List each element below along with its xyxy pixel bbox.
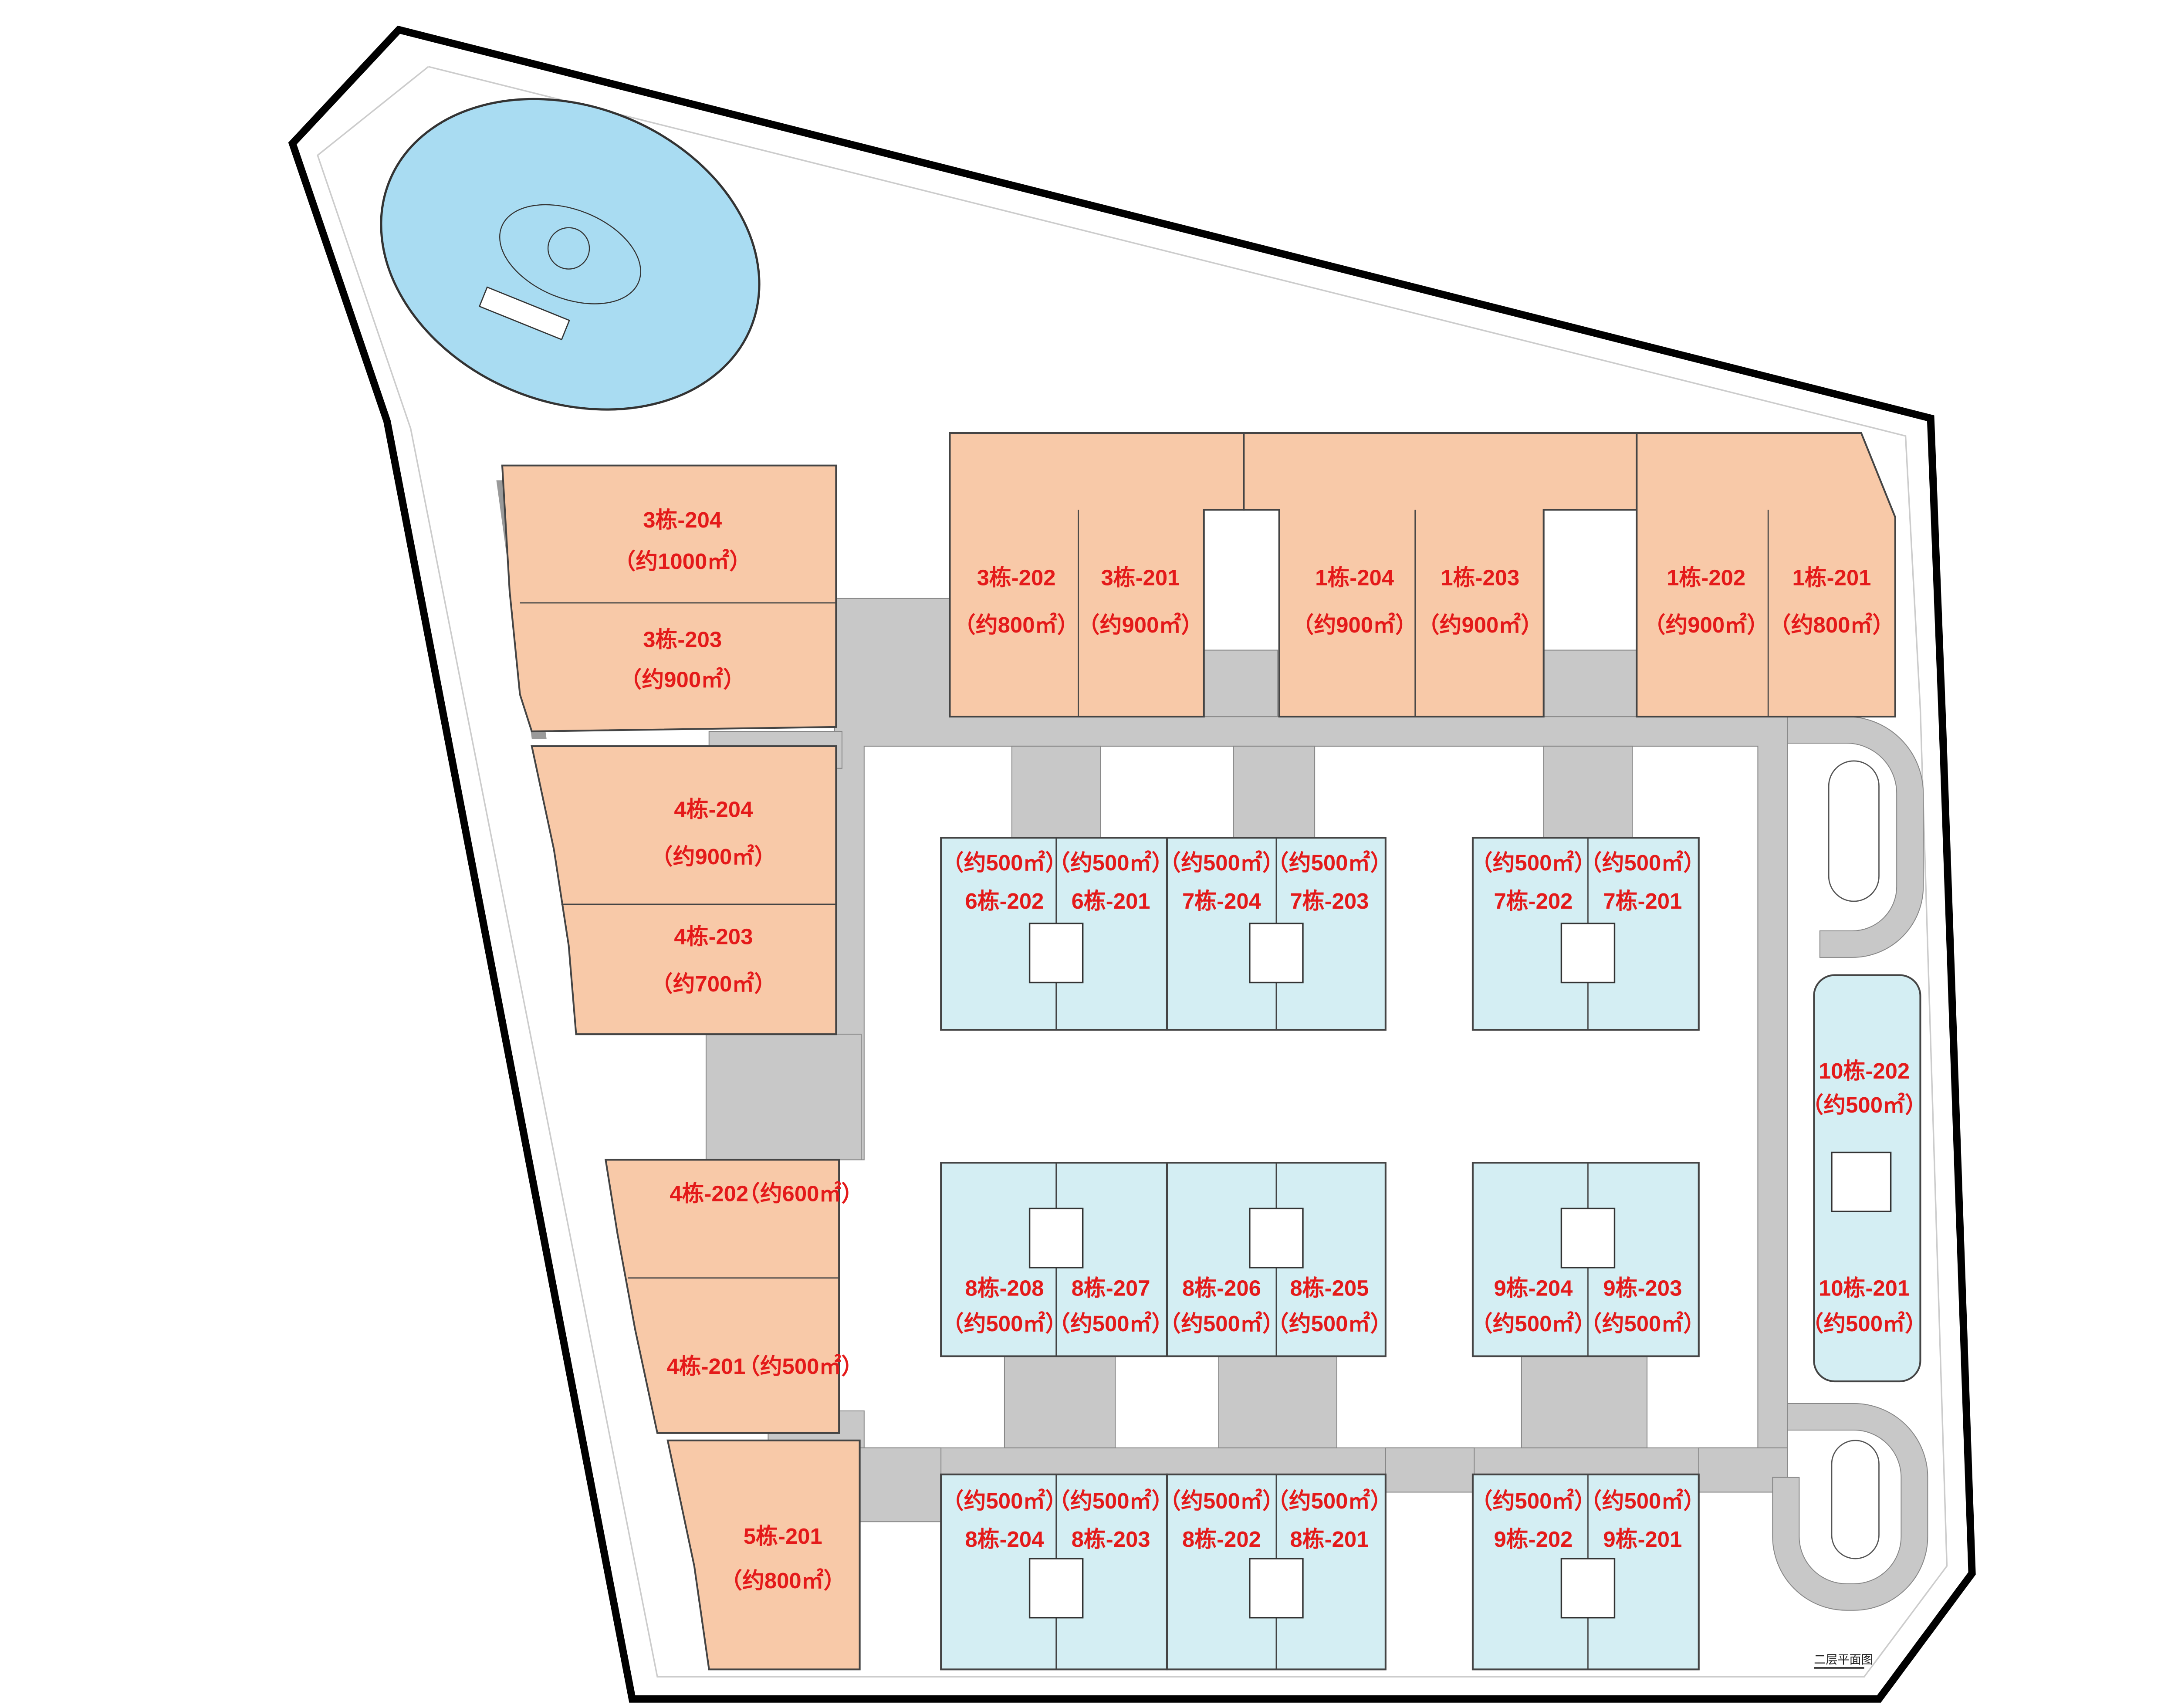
unit-area: （约900㎡） bbox=[1417, 612, 1543, 637]
unit-name: 7栋-201 bbox=[1603, 889, 1682, 913]
unit-area: （约500㎡） bbox=[1580, 1311, 1705, 1336]
unit-name: 8栋-202 bbox=[1182, 1527, 1261, 1552]
unit-name: 9栋-201 bbox=[1603, 1527, 1682, 1552]
unit-name: 4栋-201 bbox=[666, 1354, 745, 1379]
unit-area: （约900㎡） bbox=[1292, 612, 1417, 637]
unit-area: （约900㎡） bbox=[1644, 612, 1769, 637]
unit-area: （约500㎡） bbox=[1048, 1311, 1174, 1336]
unit-name: 8栋-208 bbox=[965, 1275, 1044, 1300]
unit-area: （约500㎡） bbox=[1267, 850, 1392, 875]
unit-name: 10栋-201 bbox=[1819, 1275, 1910, 1300]
unit-area: （约500㎡） bbox=[942, 1311, 1067, 1336]
unit-area: （约500㎡） bbox=[1580, 850, 1705, 875]
unit-area: （约500㎡） bbox=[1471, 850, 1596, 875]
unit-area: （约500㎡） bbox=[942, 850, 1067, 875]
unit-name: 8栋-203 bbox=[1072, 1527, 1150, 1552]
unit-area: （约900㎡） bbox=[651, 844, 776, 869]
unit-name: 8栋-207 bbox=[1072, 1275, 1150, 1300]
unit-area: （约500㎡） bbox=[1048, 1488, 1174, 1513]
unit-name: 1栋-201 bbox=[1792, 565, 1871, 590]
unit-labels: 3栋-204 （约1000㎡） 3栋-203 （约900㎡） 3栋-202 （约800… bbox=[613, 507, 1927, 1593]
unit-name: 9栋-204 bbox=[1494, 1275, 1573, 1300]
unit-area: （约500㎡） bbox=[1801, 1311, 1927, 1336]
unit-name: 3栋-204 bbox=[643, 507, 722, 532]
unit-area: （约700㎡） bbox=[651, 971, 776, 996]
unit-name: 3栋-203 bbox=[643, 627, 722, 652]
sunken-plaza bbox=[380, 98, 761, 411]
drawing-title: 二层平面图 bbox=[1814, 1653, 1873, 1667]
unit-name: 1栋-203 bbox=[1441, 565, 1519, 590]
unit-area: （约500㎡） bbox=[1471, 1311, 1596, 1336]
unit-area: （约500㎡） bbox=[1048, 850, 1174, 875]
block-1-east bbox=[1636, 432, 1896, 718]
unit-name: 4栋-203 bbox=[674, 924, 753, 949]
unit-name: 8栋-206 bbox=[1182, 1275, 1261, 1300]
block-3-west bbox=[501, 464, 837, 733]
unit-name: 10栋-202 bbox=[1819, 1059, 1910, 1083]
unit-name: 7栋-204 bbox=[1182, 889, 1261, 913]
unit-name: 3栋-202 bbox=[977, 565, 1056, 590]
unit-area: （约500㎡） bbox=[1159, 1488, 1284, 1513]
unit-name: 1栋-202 bbox=[1667, 565, 1745, 590]
unit-name: 9栋-202 bbox=[1494, 1527, 1573, 1552]
block-4-north bbox=[531, 745, 837, 1035]
unit-area: （约800㎡） bbox=[954, 612, 1079, 637]
unit-name: 8栋-205 bbox=[1290, 1275, 1369, 1300]
retail-blocks bbox=[496, 432, 1896, 1671]
unit-name: 9栋-203 bbox=[1603, 1275, 1682, 1300]
unit-area: （约600㎡） bbox=[738, 1181, 863, 1206]
unit-area: （约500㎡） bbox=[1580, 1488, 1705, 1513]
unit-name: 7栋-203 bbox=[1290, 889, 1369, 913]
unit-name: 8栋-204 bbox=[965, 1527, 1044, 1552]
unit-area: （约900㎡） bbox=[1078, 612, 1203, 637]
unit-area: （约1000㎡） bbox=[613, 549, 751, 574]
unit-area: （约500㎡） bbox=[1801, 1092, 1927, 1117]
unit-area: （约500㎡） bbox=[942, 1488, 1067, 1513]
unit-area: （约500㎡） bbox=[1471, 1488, 1596, 1513]
block-4-south bbox=[604, 1159, 840, 1434]
block-5 bbox=[666, 1439, 861, 1671]
unit-name: 1栋-204 bbox=[1315, 565, 1394, 590]
unit-area: （约500㎡） bbox=[1159, 1311, 1284, 1336]
unit-area: （约500㎡） bbox=[738, 1354, 863, 1379]
setback-line bbox=[317, 66, 1948, 1678]
unit-name: 6栋-201 bbox=[1072, 889, 1150, 913]
office-blocks bbox=[940, 837, 1921, 1671]
unit-area: （约800㎡） bbox=[1769, 612, 1894, 637]
unit-name: 3栋-201 bbox=[1101, 565, 1180, 590]
unit-area: （约500㎡） bbox=[1267, 1311, 1392, 1336]
unit-name: 4栋-204 bbox=[674, 797, 753, 822]
unit-name: 8栋-201 bbox=[1290, 1527, 1369, 1552]
unit-area: （约500㎡） bbox=[1267, 1488, 1392, 1513]
unit-area: （约900㎡） bbox=[620, 667, 745, 692]
unit-area: （约500㎡） bbox=[1159, 850, 1284, 875]
unit-name: 6栋-202 bbox=[965, 889, 1044, 913]
unit-name: 4栋-202 bbox=[670, 1181, 748, 1206]
unit-name: 5栋-201 bbox=[744, 1524, 822, 1549]
unit-name: 7栋-202 bbox=[1494, 889, 1573, 913]
unit-area: （约800㎡） bbox=[720, 1568, 845, 1593]
